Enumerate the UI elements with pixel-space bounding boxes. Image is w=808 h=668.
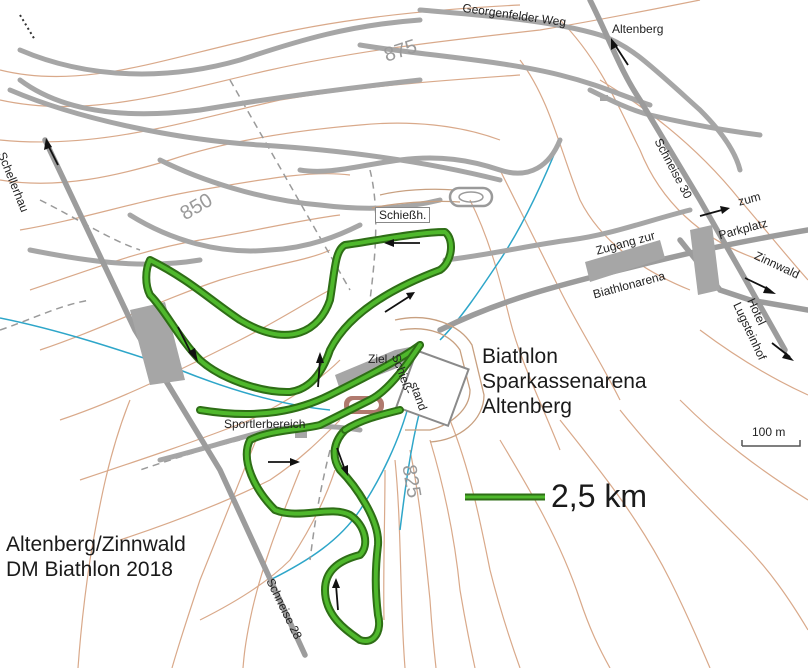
arrow-zinnwald [744,277,776,294]
arrow-6 [336,447,348,476]
label-ziel: Ziel [368,352,388,366]
map-title-line-1: Altenberg/Zinnwald [6,533,186,556]
label-altenberg: Altenberg [612,22,664,36]
arrow-2 [384,239,420,247]
map-title-line-2: DM Biathlon 2018 [6,558,173,581]
arrow-5 [268,458,300,466]
map-title: Altenberg/Zinnwald DM Biathlon 2018 [6,532,186,582]
arrow-7 [332,578,340,611]
arrow-hotel [771,342,794,361]
arrow-schellerhau [44,138,59,166]
scale-label: 100 m [752,425,786,439]
stadium [371,188,485,443]
arena-name-line-1: Biathlon [482,345,558,368]
arena-name: Biathlon Sparkassenarena Altenberg [482,344,647,419]
arrow-altenberg [611,38,629,66]
arrow-1 [177,326,198,362]
label-sportlerbereich: Sportlerbereich [224,417,306,431]
legend-label: 2,5 km [551,478,648,514]
schiesshaus-building [448,186,494,208]
direction-arrows [44,38,794,611]
dotted-trail [19,14,36,41]
arena-name-line-3: Altenberg [482,395,572,418]
label-schiesshaus: Schießh. [375,207,431,223]
scale-bar [741,440,801,447]
shooting-range [395,349,470,428]
arrow-4 [316,352,324,388]
roads [7,7,763,463]
arrow-3 [384,292,415,313]
arrow-parkplatz [699,206,730,217]
arena-name-line-2: Sparkassenarena [482,370,647,393]
